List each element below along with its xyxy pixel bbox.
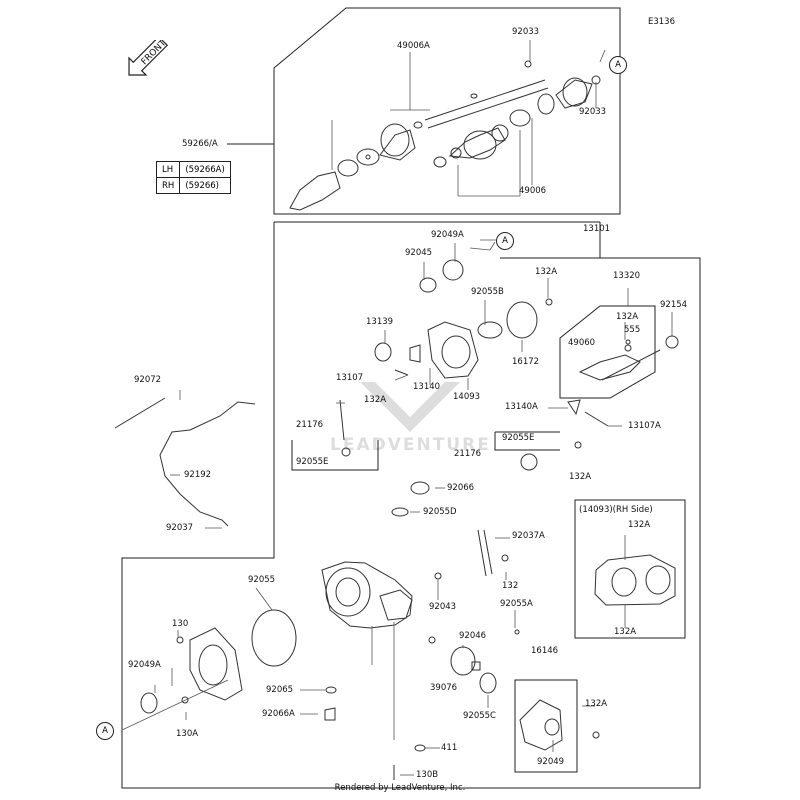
ref-mark-a-top: A [609, 56, 627, 74]
inset-label: (14093)(RH Side) [579, 505, 653, 515]
differential-components [114, 259, 679, 780]
part-label: 92055 [248, 575, 276, 585]
leadventure-watermark-logo [360, 382, 460, 432]
part-label: 21176 [296, 420, 324, 430]
part-label: 13140A [505, 402, 538, 412]
16146-frame [514, 679, 578, 773]
part-label: 13140 [413, 382, 441, 392]
part-label: 92033 [512, 27, 540, 37]
part-label: 130 [172, 619, 189, 629]
part-label: 92049 [537, 757, 565, 767]
ref-mark-a-bottom: A [96, 722, 114, 740]
part-label: 13101 [583, 224, 611, 234]
13320-frame [559, 305, 656, 399]
part-label: 92055D [423, 507, 457, 517]
rendered-by-footer: Rendered by LeadVenture, Inc. [334, 783, 466, 793]
differential-frame [121, 222, 470, 789]
part-label: 92055C [463, 711, 496, 721]
part-label: 92072 [134, 375, 162, 385]
shaft-leader-lines [331, 40, 597, 197]
part-label: 92055B [471, 287, 504, 297]
part-label: 16146 [531, 646, 559, 656]
part-label: 92037A [512, 531, 545, 541]
part-label: 132A [628, 520, 651, 530]
part-label: 21176 [454, 449, 482, 459]
front-arrow-icon: FRONT [128, 40, 169, 76]
part-label: 14093 [453, 392, 481, 402]
part-label: 92066 [447, 483, 475, 493]
part-label: 92037 [166, 523, 194, 533]
part-label: 132A [585, 699, 608, 709]
legend-row: LH (59266A) [155, 161, 231, 178]
part-label: 132 [502, 581, 519, 591]
part-label: 49060 [568, 338, 596, 348]
part-label: 92043 [429, 602, 457, 612]
diagram-code: E3136 [648, 17, 676, 27]
ref-mark-a-middle: A [496, 232, 514, 250]
part-label: 92033 [579, 107, 607, 117]
part-label: 130A [176, 729, 199, 739]
part-label: 13320 [613, 271, 641, 281]
part-label: 92046 [459, 631, 487, 641]
part-label: 16172 [512, 357, 540, 367]
part-label: 555 [624, 325, 641, 335]
side-legend-table: LH (59266A) RH (59266) [155, 161, 231, 194]
part-label: 92192 [184, 470, 212, 480]
part-label: 92055E [296, 457, 329, 467]
part-label: 49006 [519, 186, 547, 196]
part-label: 59266/A [182, 139, 218, 149]
part-label: 92055E [502, 433, 535, 443]
legend-side: LH [155, 161, 181, 178]
part-label: 92154 [660, 300, 688, 310]
legend-part: (59266A) [179, 161, 231, 178]
part-label: 39076 [430, 683, 458, 693]
legend-side: RH [155, 177, 181, 194]
part-label: 132A [616, 312, 639, 322]
part-label: 92065 [266, 685, 294, 695]
watermark-text: LEADVENTURE [330, 435, 491, 455]
part-label: 132A [614, 627, 637, 637]
part-label: 13139 [366, 317, 394, 327]
part-label: 13107 [336, 373, 364, 383]
legend-part: (59266) [179, 177, 231, 194]
rh-side-inset-frame [574, 499, 686, 639]
part-label: 92055A [500, 599, 533, 609]
part-label: 132A [535, 267, 558, 277]
part-label: 132A [364, 395, 387, 405]
part-label: 92045 [405, 248, 433, 258]
driveshaft-frame [273, 7, 621, 215]
part-label: 130B [416, 770, 439, 780]
part-label: 49006A [397, 41, 430, 51]
part-label: 92049A [128, 660, 161, 670]
part-label: 92049A [431, 230, 464, 240]
part-label: 13107A [628, 421, 661, 431]
differential-leader-lines [121, 49, 673, 776]
driveshaft-assembly [289, 60, 601, 211]
part-label: 411 [441, 743, 458, 753]
legend-row: RH (59266) [155, 177, 231, 194]
part-label: 132A [569, 472, 592, 482]
part-label: 92066A [262, 709, 295, 719]
